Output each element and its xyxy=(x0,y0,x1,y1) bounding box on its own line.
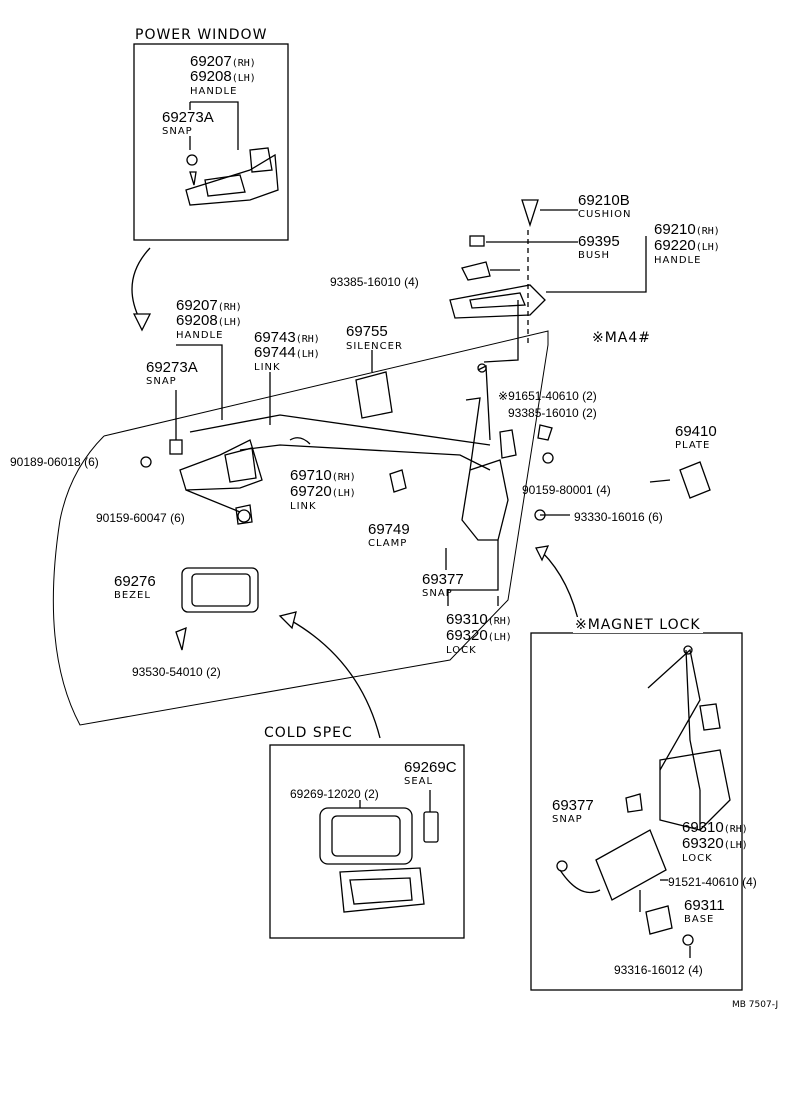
pw-handle-name: HANDLE xyxy=(190,86,238,97)
screw-90189: 90189-06018 (6) xyxy=(10,455,99,469)
outer-handle-lh: 69220(LH) xyxy=(654,237,720,254)
cushion-name: CUSHION xyxy=(578,209,632,220)
power-window-box xyxy=(133,43,289,241)
bezel-drawing xyxy=(181,567,259,613)
cold-spec-box xyxy=(269,744,465,939)
bezel-number: 69276 xyxy=(114,573,156,590)
link2-rh: 69710(RH) xyxy=(290,467,356,484)
outer-handle-name: HANDLE xyxy=(654,255,702,266)
bush-name: BUSH xyxy=(578,250,611,261)
screw-90159-60047: 90159-60047 (6) xyxy=(96,511,185,525)
screw-93530-drawing xyxy=(175,626,187,651)
silencer-name: SILENCER xyxy=(346,341,403,352)
snap2-name: SNAP xyxy=(146,376,177,387)
silencer-number: 69755 xyxy=(346,323,388,340)
pw-handle-lh: 69208(LH) xyxy=(190,68,256,85)
bezel-name: BEZEL xyxy=(114,590,151,601)
cold-part-number: 69269-12020 (2) xyxy=(290,787,379,801)
screw-90159-80001: 90159-80001 (4) xyxy=(522,483,611,497)
snap3-name: SNAP xyxy=(422,588,453,599)
pw-handle-drawing xyxy=(185,147,279,206)
clamp-drawing xyxy=(389,469,407,493)
outer-handle-drawing xyxy=(449,199,546,319)
pw-snap: 69273A xyxy=(162,109,214,126)
seal-drawing xyxy=(423,811,439,843)
in-handle-rh: 69207(RH) xyxy=(176,297,242,314)
title-power-window: POWER WINDOW xyxy=(133,27,270,43)
door-outline xyxy=(52,330,549,726)
screw-91651: ※91651-40610 (2) xyxy=(498,389,597,403)
screw-93385-a: 93385-16010 (4) xyxy=(330,275,419,289)
drawing-code: MB 7507-J xyxy=(732,1000,779,1010)
ml-lock-rh: 69310(RH) xyxy=(682,819,748,836)
mark-ma4: ※MA4# xyxy=(590,330,654,346)
plate-drawing xyxy=(679,461,711,499)
ml-screw-93316: 93316-16012 (4) xyxy=(614,963,703,977)
screw-93330: 93330-16016 (6) xyxy=(574,510,663,524)
clamp-number: 69749 xyxy=(368,521,410,538)
seal-number: 69269C xyxy=(404,759,457,776)
plate-number: 69410 xyxy=(675,423,717,440)
link-lh: 69744(LH) xyxy=(254,344,320,361)
ml-screw-91521: 91521-40610 (4) xyxy=(668,875,757,889)
title-cold-spec: COLD SPEC xyxy=(262,725,355,741)
in-handle-lh: 69208(LH) xyxy=(176,312,242,329)
snap2-number: 69273A xyxy=(146,359,198,376)
link-rh: 69743(RH) xyxy=(254,329,320,346)
seal-name: SEAL xyxy=(404,776,434,787)
magnet-lock-box xyxy=(530,632,743,991)
link-rod-lower xyxy=(239,444,491,471)
lock-name: LOCK xyxy=(446,645,477,656)
cold-arrow xyxy=(289,619,381,739)
outer-handle-rh: 69210(RH) xyxy=(654,221,720,238)
title-magnet-lock: ※MAGNET LOCK xyxy=(573,617,703,633)
ml-base-number: 69311 xyxy=(684,897,725,914)
in-handle-name: HANDLE xyxy=(176,330,224,341)
magnet-lock-drawing xyxy=(556,645,731,946)
ml-snap-name: SNAP xyxy=(552,814,583,825)
pw-handle-rh: 69207(RH) xyxy=(190,53,256,70)
pw-arrow xyxy=(131,247,151,321)
link2-lh: 69720(LH) xyxy=(290,483,356,500)
ml-base-name: BASE xyxy=(684,914,715,925)
screw-93385-b: 93385-16010 (2) xyxy=(508,406,597,420)
ml-lock-lh: 69320(LH) xyxy=(682,835,748,852)
pw-snap-name: SNAP xyxy=(162,126,193,137)
screw-90159-60047-drawing xyxy=(237,509,251,523)
cushion-number: 69210B xyxy=(578,192,630,209)
bush-number: 69395 xyxy=(578,233,620,250)
cold-frame-drawing xyxy=(319,807,413,865)
snap3-number: 69377 xyxy=(422,571,464,588)
silencer-drawing xyxy=(355,371,393,419)
ml-lock-name: LOCK xyxy=(682,853,713,864)
ml-snap-number: 69377 xyxy=(552,797,594,814)
plate-name: PLATE xyxy=(675,440,711,451)
link-rod-upper xyxy=(189,414,491,446)
link2-name: LINK xyxy=(290,501,317,512)
lock-lh: 69320(LH) xyxy=(446,627,512,644)
link-name: LINK xyxy=(254,362,281,373)
lock-rh: 69310(RH) xyxy=(446,611,512,628)
screw-93530: 93530-54010 (2) xyxy=(132,665,221,679)
clamp-name: CLAMP xyxy=(368,538,408,549)
